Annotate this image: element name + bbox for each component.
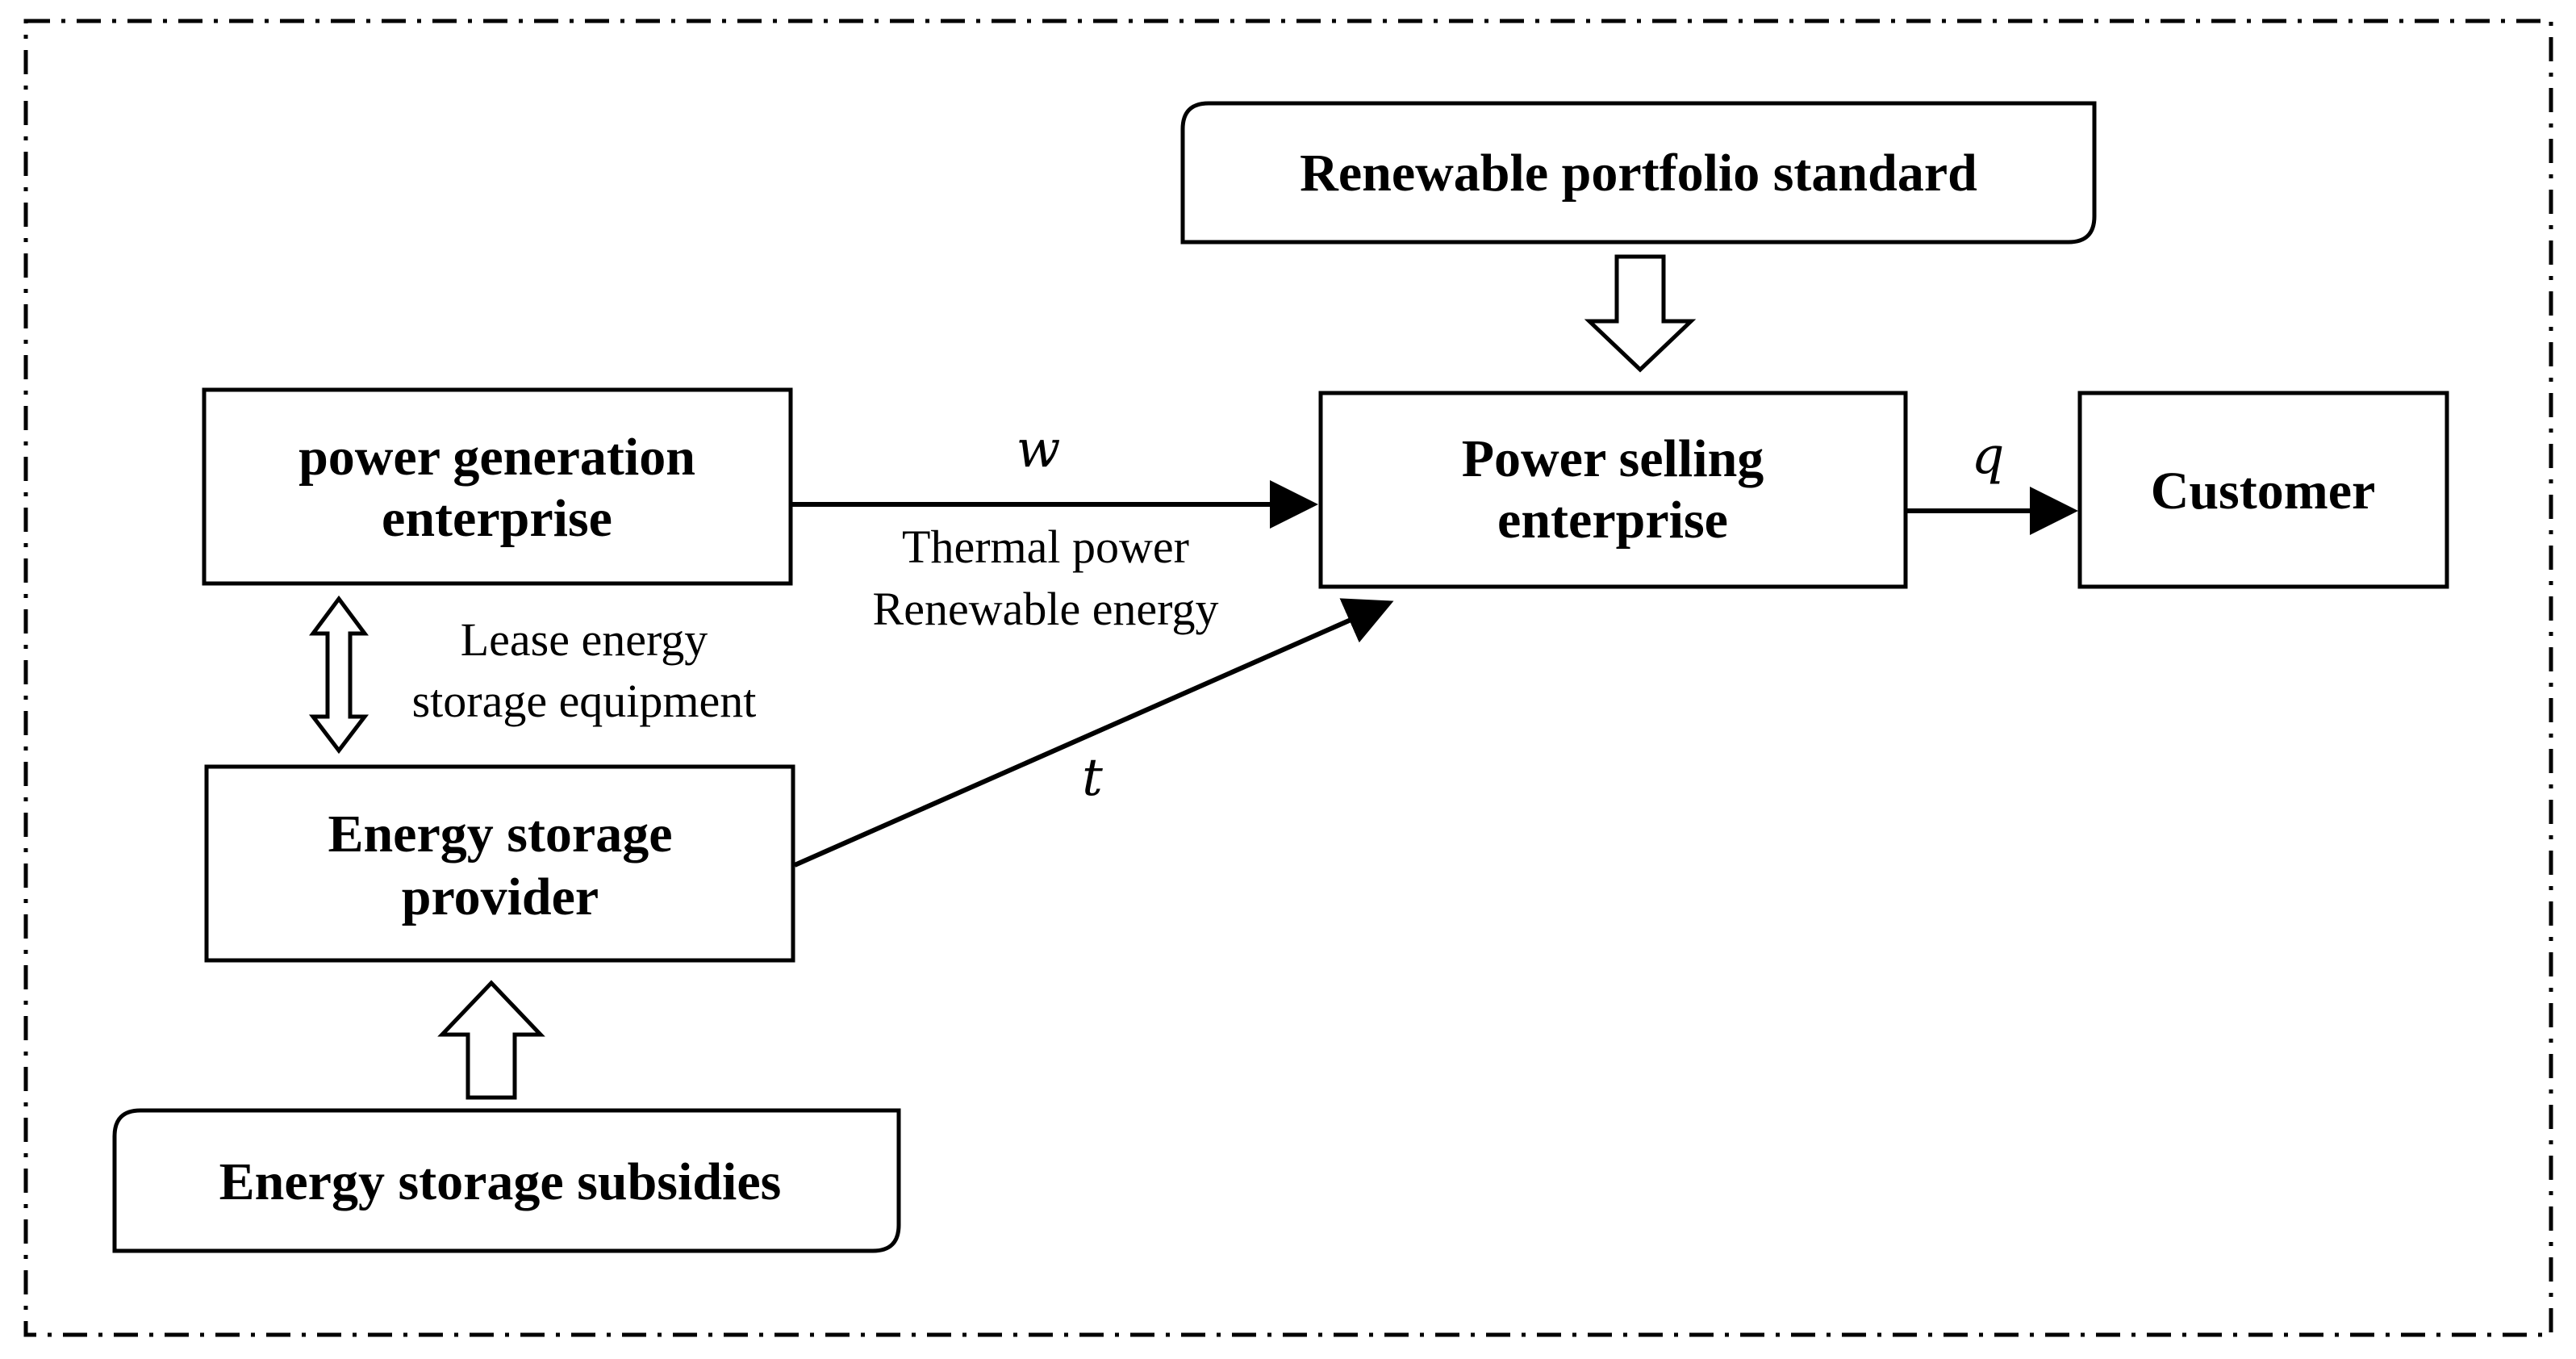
lease-label-line2: storage equipment <box>412 675 757 727</box>
generation-node: power generation enterprise <box>202 387 793 586</box>
generation-label-line2: enterprise <box>382 489 612 548</box>
lease-label-line1: Lease energy <box>461 613 708 666</box>
customer-node: Customer <box>2077 391 2449 589</box>
selling-label-line1: Power selling <box>1462 429 1764 488</box>
outer-frame <box>23 19 2553 1337</box>
edge-variable-q: q <box>1972 426 2005 486</box>
edge-variable-w: w <box>1017 420 1061 479</box>
storage-node: Energy storage provider <box>204 764 795 963</box>
edge-variable-t: t <box>1082 748 1103 808</box>
selling-box <box>1318 391 1908 589</box>
rps-hollow-arrow <box>1584 254 1697 373</box>
rps-node: Renewable portfolio standard <box>1180 101 2097 245</box>
thermal-power-label: Thermal power <box>902 521 1189 573</box>
subsidies-hollow-arrow <box>437 980 545 1100</box>
selling-node: Power selling enterprise <box>1318 391 1908 589</box>
subsidies-box <box>112 1108 901 1253</box>
generation-box <box>202 387 793 586</box>
subsidies-label: Energy storage subsidies <box>219 1152 782 1211</box>
customer-box <box>2077 391 2449 589</box>
rps-box <box>1180 101 2097 245</box>
generation-label-line1: power generation <box>299 428 695 487</box>
storage-label-line1: Energy storage <box>328 805 672 863</box>
storage-box <box>204 764 795 963</box>
subsidies-node: Energy storage subsidies <box>112 1108 901 1253</box>
lease-double-arrow <box>308 595 369 755</box>
storage-to-selling-arrow <box>793 598 1394 868</box>
rps-label: Renewable portfolio standard <box>1300 144 1977 203</box>
renewable-energy-label: Renewable energy <box>873 583 1219 635</box>
storage-label-line2: provider <box>402 868 599 926</box>
selling-label-line2: enterprise <box>1497 491 1728 550</box>
customer-label: Customer <box>2151 462 2376 521</box>
